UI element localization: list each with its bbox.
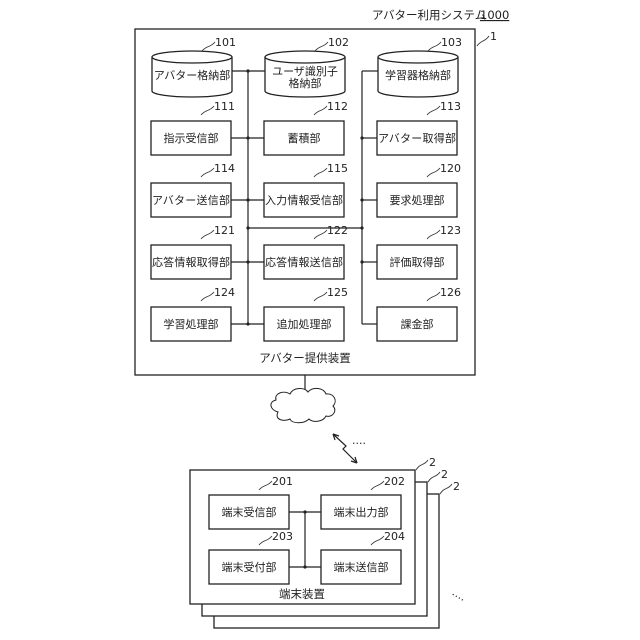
terminal-unit-ref: 202: [384, 475, 405, 488]
unit-label: 指示受信部: [164, 131, 219, 145]
unit-ref: 113: [440, 100, 461, 113]
provider-ref-leader: [477, 36, 489, 46]
unit-label: 追加処理部: [277, 317, 332, 331]
system-number: 1000: [480, 8, 509, 22]
network: ····: [271, 388, 366, 463]
unit-label: アバター送信部: [152, 193, 230, 207]
terminal-unit-label: 端末送信部: [334, 560, 389, 574]
unit-label: 応答情報取得部: [152, 255, 230, 269]
terminal-unit-label: 端末受信部: [222, 505, 277, 519]
terminal-label: 端末装置: [279, 587, 325, 601]
terminal-ref-1: 2: [429, 456, 436, 469]
terminal-unit-ref: 203: [272, 530, 293, 543]
unit-label: 評価取得部: [390, 255, 445, 269]
provider-label: アバター提供装置: [259, 351, 351, 365]
network-cloud-icon: [271, 388, 335, 422]
terminal-unit-label: 端末出力部: [334, 505, 389, 519]
unit-ref: 115: [327, 162, 348, 175]
unit-ref: 121: [214, 224, 235, 237]
system-title: アバター利用システム: [372, 8, 486, 22]
unit-ref: 114: [214, 162, 235, 175]
unit-ref: 112: [327, 100, 348, 113]
terminal-unit-ref: 204: [384, 530, 405, 543]
unit-label: 入力情報受信部: [265, 193, 343, 207]
unit-label: 学習処理部: [164, 317, 219, 331]
network-ellipsis: ····: [352, 437, 366, 450]
unit-ref: 123: [440, 224, 461, 237]
terminal-unit-ref: 201: [272, 475, 293, 488]
terminal-ref-3: 2: [453, 480, 460, 493]
storage-label: 格納部: [289, 76, 322, 90]
storage-label: アバター格納部: [154, 68, 231, 82]
unit-ref: 120: [440, 162, 461, 175]
unit-ref: 126: [440, 286, 461, 299]
unit-label: 要求処理部: [390, 193, 445, 207]
unit-label: 蓄積部: [288, 131, 321, 145]
unit-label: アバター取得部: [378, 131, 456, 145]
storage-label: 学習器格納部: [385, 68, 451, 82]
unit-label: 課金部: [401, 317, 434, 331]
provider-ref: 1: [490, 30, 497, 43]
storage-ref: 103: [441, 36, 462, 49]
terminal-ellipsis: ····: [448, 588, 467, 606]
unit-label: 応答情報送信部: [265, 255, 343, 269]
storage-ref: 101: [215, 36, 236, 49]
unit-ref: 125: [327, 286, 348, 299]
terminal-unit-label: 端末受付部: [222, 560, 277, 574]
terminal-ref-2: 2: [441, 468, 448, 481]
unit-ref: 111: [214, 100, 235, 113]
unit-ref: 124: [214, 286, 235, 299]
terminal-devices: 2 2 2 端末受信部 201 端末出力部 202 端末受付部 203 端末送信部 204 端…: [190, 456, 467, 628]
unit-ref: 122: [327, 224, 348, 237]
storage-ref: 102: [328, 36, 349, 49]
